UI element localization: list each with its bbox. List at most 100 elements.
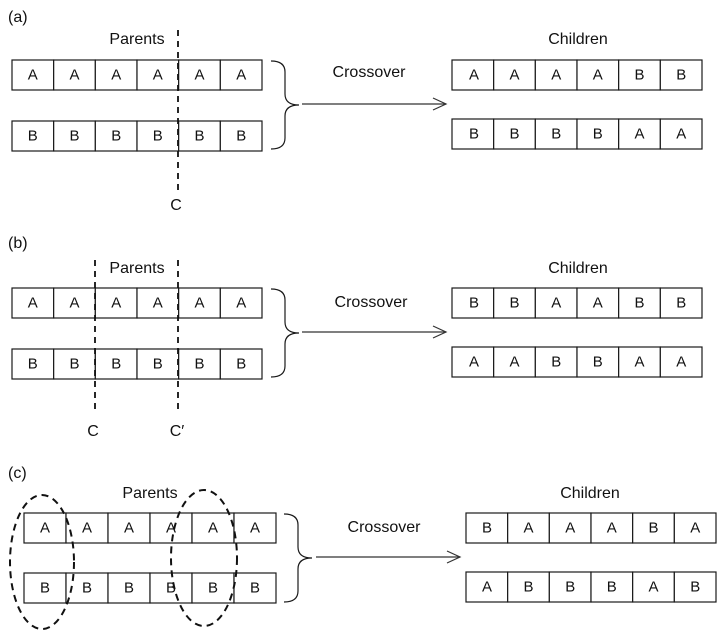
arrow [316,550,462,564]
gene-label: A [509,67,519,84]
gene-cell [233,512,277,544]
gene-label: B [166,580,176,597]
gene-cell [534,287,578,319]
gene-label: B [194,356,204,373]
gene-cell [465,571,509,603]
gene-label: A [676,126,686,143]
children-label: Children [560,485,620,502]
gene-cell [659,118,703,150]
gene-cell [219,348,263,380]
gene-label: B [565,579,575,596]
gene-cell [493,118,536,150]
gene-label: B [676,67,686,84]
gene-label: A [69,295,79,312]
gene-label: A [469,67,479,84]
gene-label: B [690,579,700,596]
gene-cell [659,287,703,319]
gene-label: B [28,356,38,373]
gene-cell [507,571,550,603]
gene-label: B [250,580,260,597]
gene-label: A [607,520,617,537]
gene-label: A [28,67,38,84]
gene-label: A [82,520,92,537]
gene-cell [53,348,96,380]
cut-label: C [170,197,182,214]
cut-label: C′ [170,423,185,440]
gene-label: A [40,520,50,537]
gene-cell [576,287,620,319]
gene-label: B [593,354,603,371]
gene-cell [576,118,620,150]
brace [270,60,300,150]
gene-label: A [690,520,700,537]
gene-label: A [166,520,176,537]
panel-tag: (c) [8,465,27,482]
gene-cell [233,572,277,604]
gene-cell [534,118,578,150]
gene-label: A [153,295,163,312]
parent-chromosome-a: A A A A A A [23,512,277,544]
parent-chromosome-b: B B B B B B [11,348,263,380]
panel-a: (a) Parents Children Crossover A A A A A… [8,9,703,214]
gene-label: A [551,295,561,312]
panel-tag: (b) [8,235,28,252]
gene-label: B [153,128,163,145]
gene-cell [576,59,620,91]
panel-b: (b) Parents Children Crossover A A A A A… [8,235,703,440]
gene-label: A [28,295,38,312]
gene-cell [178,59,221,91]
gene-label: A [236,67,246,84]
cut-label: C [87,423,99,440]
gene-label: B [236,128,246,145]
gene-cell [493,346,536,378]
gene-cell [219,59,263,91]
gene-cell [53,59,96,91]
child-chromosome-1: B A A A B A [465,512,717,544]
parents-label: Parents [122,485,177,502]
gene-label: A [593,295,603,312]
gene-cell [11,348,55,380]
gene-cell [94,287,138,319]
gene-cell [191,512,235,544]
selection-ellipse [170,489,238,627]
gene-cell [493,59,536,91]
gene-cell [94,59,138,91]
gene-label: A [634,354,644,371]
gene-cell [590,512,634,544]
parent-chromosome-b: B B B B B B [11,120,263,152]
gene-cell [65,512,109,544]
gene-cell [618,346,661,378]
gene-label: B [469,126,479,143]
gene-cell [136,120,180,152]
gene-label: B [208,580,218,597]
child-chromosome-1: A A A A B B [451,59,703,91]
parents-label: Parents [109,31,164,48]
gene-label: B [482,520,492,537]
gene-label: B [509,295,519,312]
child-chromosome-1: B B A A B B [451,287,703,319]
selection-ellipse [9,494,75,630]
gene-label: A [250,520,260,537]
gene-label: B [469,295,479,312]
gene-label: B [634,67,644,84]
gene-label: A [676,354,686,371]
gene-label: A [111,67,121,84]
arrow [302,325,448,339]
parent-chromosome-b: B B B B B B [23,572,277,604]
brace [283,513,313,603]
gene-label: A [194,67,204,84]
gene-label: B [111,128,121,145]
panel-tag: (a) [8,9,28,26]
gene-label: A [634,126,644,143]
gene-cell [53,120,96,152]
gene-cell [659,59,703,91]
gene-label: A [208,520,218,537]
gene-cell [149,512,193,544]
gene-label: B [194,128,204,145]
gene-label: A [124,520,134,537]
gene-label: B [607,579,617,596]
gene-cell [576,346,620,378]
gene-label: B [153,356,163,373]
gene-cell [659,346,703,378]
